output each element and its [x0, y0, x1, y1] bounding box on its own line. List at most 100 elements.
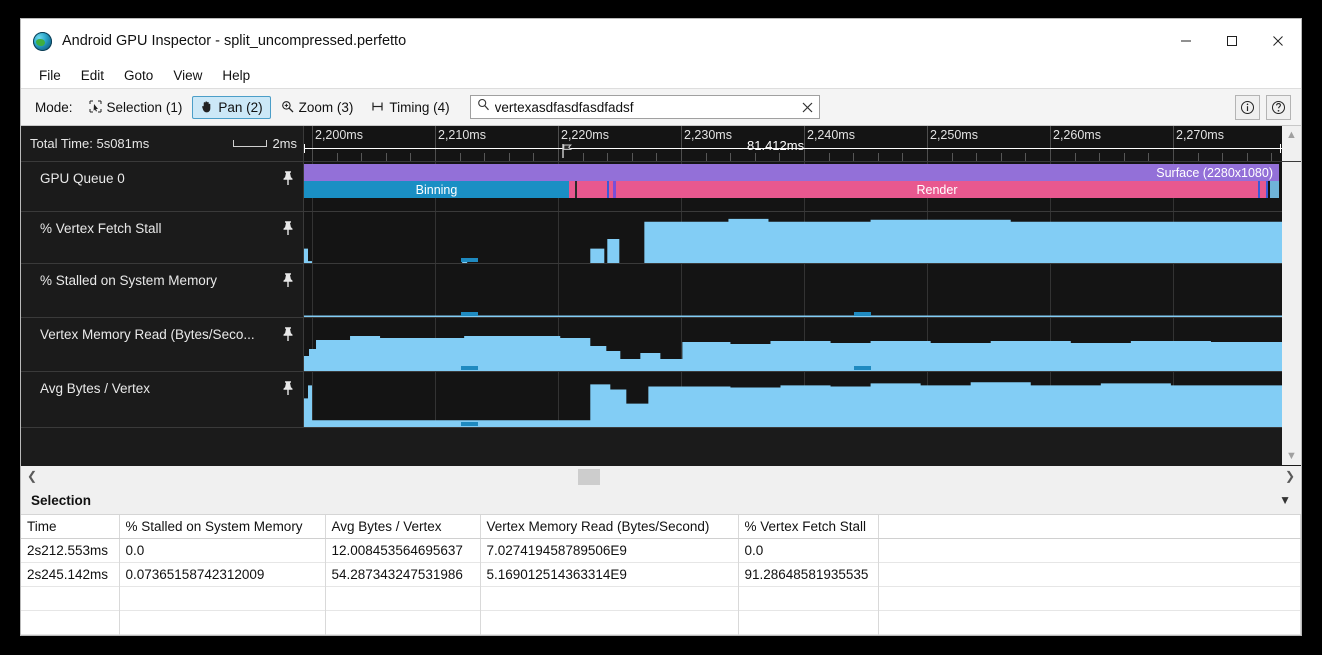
track-label-2[interactable]: % Stalled on System Memory	[21, 264, 304, 317]
pin-icon[interactable]	[281, 380, 295, 396]
scrollbar-track[interactable]	[43, 466, 1279, 487]
minimize-icon[interactable]	[1163, 19, 1209, 63]
search-input[interactable]	[494, 96, 797, 118]
column-header[interactable]: Vertex Memory Read (Bytes/Second)	[480, 514, 739, 539]
pin-icon[interactable]	[281, 170, 295, 186]
menu-item-edit[interactable]: Edit	[80, 68, 105, 83]
chevron-up-icon: ▲	[1286, 129, 1297, 141]
ruler-minor-tick	[1246, 153, 1248, 161]
ruler-minor-tick	[828, 153, 830, 161]
track-canvas[interactable]	[304, 318, 1282, 371]
slice-segment[interactable]	[1270, 181, 1279, 198]
selection-marker[interactable]	[854, 366, 871, 370]
mode-button-selection-label: Selection (1)	[106, 99, 183, 115]
menu-item-help[interactable]: Help	[222, 68, 251, 83]
table-cell: 12.008453564695637	[325, 538, 481, 563]
scroll-up-button[interactable]: ▲	[1282, 126, 1301, 161]
slice-segment[interactable]	[1260, 181, 1266, 198]
track-gridline	[558, 264, 559, 317]
ruler-minor-tick	[607, 153, 609, 161]
column-header[interactable]: Time	[21, 514, 120, 539]
ruler-minor-tick	[361, 153, 363, 161]
mode-button-selection[interactable]: Selection (1)	[81, 96, 191, 119]
slice-segment[interactable]	[577, 181, 607, 198]
table-cell: 0.07365158742312009	[119, 562, 326, 587]
timeline-track: Avg Bytes / Vertex	[21, 372, 1282, 428]
pin-icon[interactable]	[281, 326, 295, 342]
help-icon[interactable]	[1266, 94, 1291, 120]
selection-marker[interactable]	[461, 312, 478, 316]
slice-segment[interactable]	[607, 181, 609, 198]
table-row[interactable]	[21, 610, 1301, 635]
track-label-4[interactable]: Avg Bytes / Vertex	[21, 372, 304, 427]
clear-search-icon[interactable]	[797, 96, 819, 118]
menu-item-view[interactable]: View	[173, 68, 203, 83]
mode-button-pan[interactable]: Pan (2)	[192, 95, 271, 119]
slice-surface-2280x1080[interactable]: Surface (2280x1080)	[304, 164, 1279, 181]
table-cell: 91.28648581935535	[738, 562, 879, 587]
scrollbar-thumb[interactable]	[578, 468, 600, 485]
pin-icon[interactable]	[281, 272, 295, 288]
globe-icon	[33, 31, 52, 51]
track-gridline	[435, 264, 436, 317]
track-canvas[interactable]	[304, 212, 1282, 263]
pin-icon[interactable]	[281, 220, 295, 236]
slice-binning[interactable]: Binning	[304, 181, 569, 198]
chevron-left-icon[interactable]: ❮	[26, 469, 38, 483]
menu-item-file[interactable]: File	[39, 68, 61, 83]
selection-header[interactable]: Selection ▼	[21, 486, 1301, 515]
ruler-minor-tick	[484, 153, 486, 161]
area-chart	[304, 336, 1282, 371]
track-gridline	[804, 264, 805, 317]
slice-segment[interactable]	[1266, 181, 1268, 198]
window-controls	[1163, 19, 1301, 63]
ruler-major-tick	[1173, 126, 1174, 161]
slice-render[interactable]: Render	[616, 181, 1258, 198]
chevron-right-icon[interactable]: ❯	[1284, 469, 1296, 483]
ruler-tick-label: 2,260ms	[1053, 128, 1101, 142]
vertical-scrollbar[interactable]: ▼	[1282, 162, 1301, 465]
slice-segment[interactable]	[569, 181, 575, 198]
close-icon[interactable]	[1255, 19, 1301, 63]
track-label-0[interactable]: GPU Queue 0	[21, 162, 304, 211]
track-label-1[interactable]: % Vertex Fetch Stall	[21, 212, 304, 263]
track-gridline	[312, 372, 313, 427]
column-header[interactable]	[878, 514, 1301, 539]
track-canvas[interactable]	[304, 264, 1282, 317]
menu-item-goto[interactable]: Goto	[124, 68, 154, 83]
selection-marker[interactable]	[461, 258, 478, 262]
table-cell	[878, 586, 1301, 611]
table-row[interactable]	[21, 586, 1301, 611]
maximize-icon[interactable]	[1209, 19, 1255, 63]
info-icon[interactable]	[1235, 94, 1260, 120]
scale-bar	[233, 140, 268, 147]
slice-segment[interactable]	[575, 181, 577, 198]
mode-button-timing[interactable]: Timing (4)	[363, 96, 457, 119]
chevron-down-icon[interactable]: ▼	[1279, 493, 1291, 507]
selection-marker[interactable]	[854, 312, 871, 316]
track-canvas[interactable]: Surface (2280x1080)Binning Render	[304, 162, 1282, 211]
column-header[interactable]: % Stalled on System Memory	[119, 514, 326, 539]
selection-marker[interactable]	[461, 422, 478, 426]
column-header[interactable]: % Vertex Fetch Stall	[738, 514, 879, 539]
chevron-down-icon[interactable]: ▼	[1286, 449, 1297, 462]
horizontal-scrollbar[interactable]: ❮ ❯	[21, 464, 1301, 487]
slice-segment[interactable]	[1258, 181, 1260, 198]
track-canvas[interactable]	[304, 372, 1282, 427]
selection-marker[interactable]	[461, 366, 478, 370]
slice-segment[interactable]	[613, 181, 616, 198]
slice-segment[interactable]	[609, 181, 613, 198]
mode-button-zoom[interactable]: Zoom (3)	[273, 96, 362, 119]
search-field[interactable]	[469, 95, 820, 119]
track-label-3[interactable]: Vertex Memory Read (Bytes/Seco...	[21, 318, 304, 371]
ruler-minor-tick	[902, 153, 904, 161]
column-header[interactable]: Avg Bytes / Vertex	[325, 514, 481, 539]
ruler-major-tick	[804, 126, 805, 161]
track-gridline	[558, 372, 559, 427]
flag-marker-icon[interactable]	[562, 144, 574, 158]
